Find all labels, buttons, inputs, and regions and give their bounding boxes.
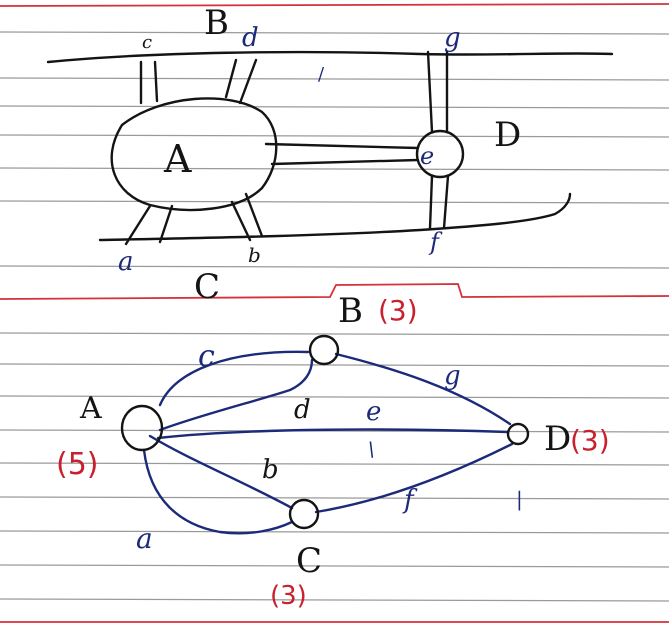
region-label-b: B [204,3,229,43]
node-a [120,404,164,452]
edge-label-e: e [366,397,381,427]
tick-mark-edge-f: | [516,487,523,512]
lower-river-bank [98,192,572,242]
bridge-f-line1 [428,174,434,230]
node-degree-d: (3) [570,424,610,457]
bridge-e-line1 [264,142,420,150]
notebook-lines [0,31,669,602]
edge-label-f: f [402,485,418,515]
edge-c [158,350,310,407]
tick-mark-edge-e: \ [368,437,375,461]
bridge-label-a: a [118,247,134,277]
region-label-c: C [194,267,220,307]
edge-label-a: a [136,522,153,555]
bridge-b-line2 [244,192,264,238]
bridge-label-f: f [428,228,443,256]
upper-river-bank [46,50,614,64]
node-degree-c: (3) [270,581,307,611]
island-e [415,129,465,179]
node-label-a: A [79,391,102,426]
bridge-b-line1 [230,200,252,242]
bridge-label-b: b [248,243,261,267]
edge-a [142,448,294,535]
bridge-label-c: c [142,32,152,53]
bridge-d-line2 [238,58,258,105]
edge-d [158,358,314,432]
bridge-label-d: d [242,23,259,53]
bridge-g-line1 [426,50,434,134]
bridge-a-line2 [158,204,174,244]
node-label-b: B [338,291,363,331]
region-label-d: D [494,115,521,155]
bridge-label-e: e [420,142,434,170]
edge-e [156,428,510,440]
edge-g [334,352,512,426]
edge-b [148,434,294,510]
edge-label-c: c [198,339,215,374]
bridge-f-line2 [442,174,450,230]
node-degree-a: (5) [56,447,99,482]
red-margin-lines [0,3,669,623]
node-d [506,422,530,446]
region-label-a: A [163,137,192,181]
node-label-c: C [296,541,322,581]
edge-f [314,442,514,514]
node-c [288,498,320,530]
bridge-d-line1 [224,58,238,99]
edge-label-d: d [294,395,311,425]
edge-label-b: b [262,455,279,485]
bridge-c-line2 [153,60,159,103]
node-b [308,334,340,366]
river-sketch: B A C D c d g e f a b / [46,3,614,307]
graph: A (5) B (3) C (3) D (3) c d e g b f a \ … [56,291,610,611]
node-label-d: D [544,419,571,459]
island-a [110,97,278,212]
edge-label-g: g [444,361,461,391]
tick-mark-top: / [318,64,325,85]
bridge-e-line2 [270,158,420,166]
node-degree-b: (3) [378,294,418,327]
bridge-a-line1 [124,204,152,246]
bridge-label-g: g [444,23,461,53]
